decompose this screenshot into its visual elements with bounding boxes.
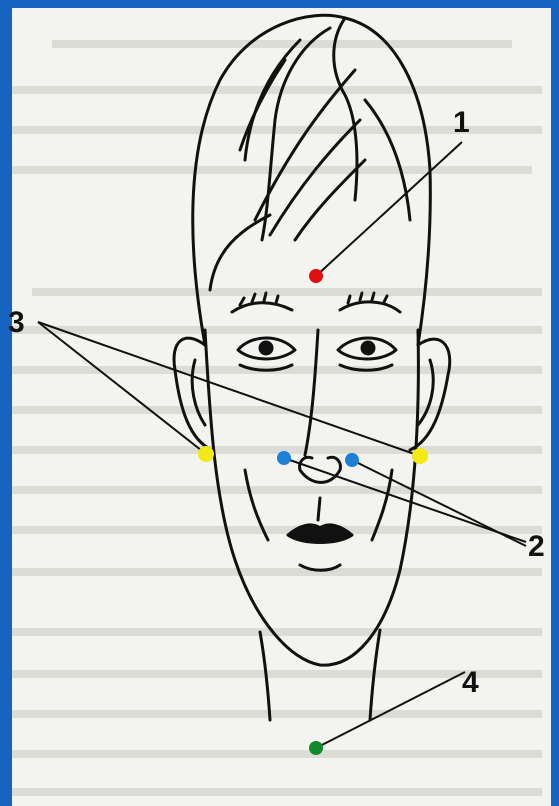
mouth	[288, 525, 352, 543]
hair-outline	[193, 15, 431, 345]
label-1: 1	[453, 106, 470, 139]
point-green	[309, 741, 323, 755]
leader-line-1	[316, 142, 462, 276]
point-red	[309, 269, 323, 283]
leader-line-3b	[38, 322, 420, 456]
hair-strands	[210, 18, 410, 290]
point-blue-right	[345, 453, 359, 467]
leader-line-4	[316, 672, 465, 748]
point-yellow-right	[412, 448, 428, 464]
nose	[300, 330, 341, 482]
leader-line-2b	[352, 460, 526, 546]
point-blue-left	[277, 451, 291, 465]
label-2: 2	[528, 530, 545, 563]
label-4: 4	[462, 666, 479, 699]
point-yellow-left	[198, 446, 214, 462]
label-3: 3	[8, 306, 25, 339]
